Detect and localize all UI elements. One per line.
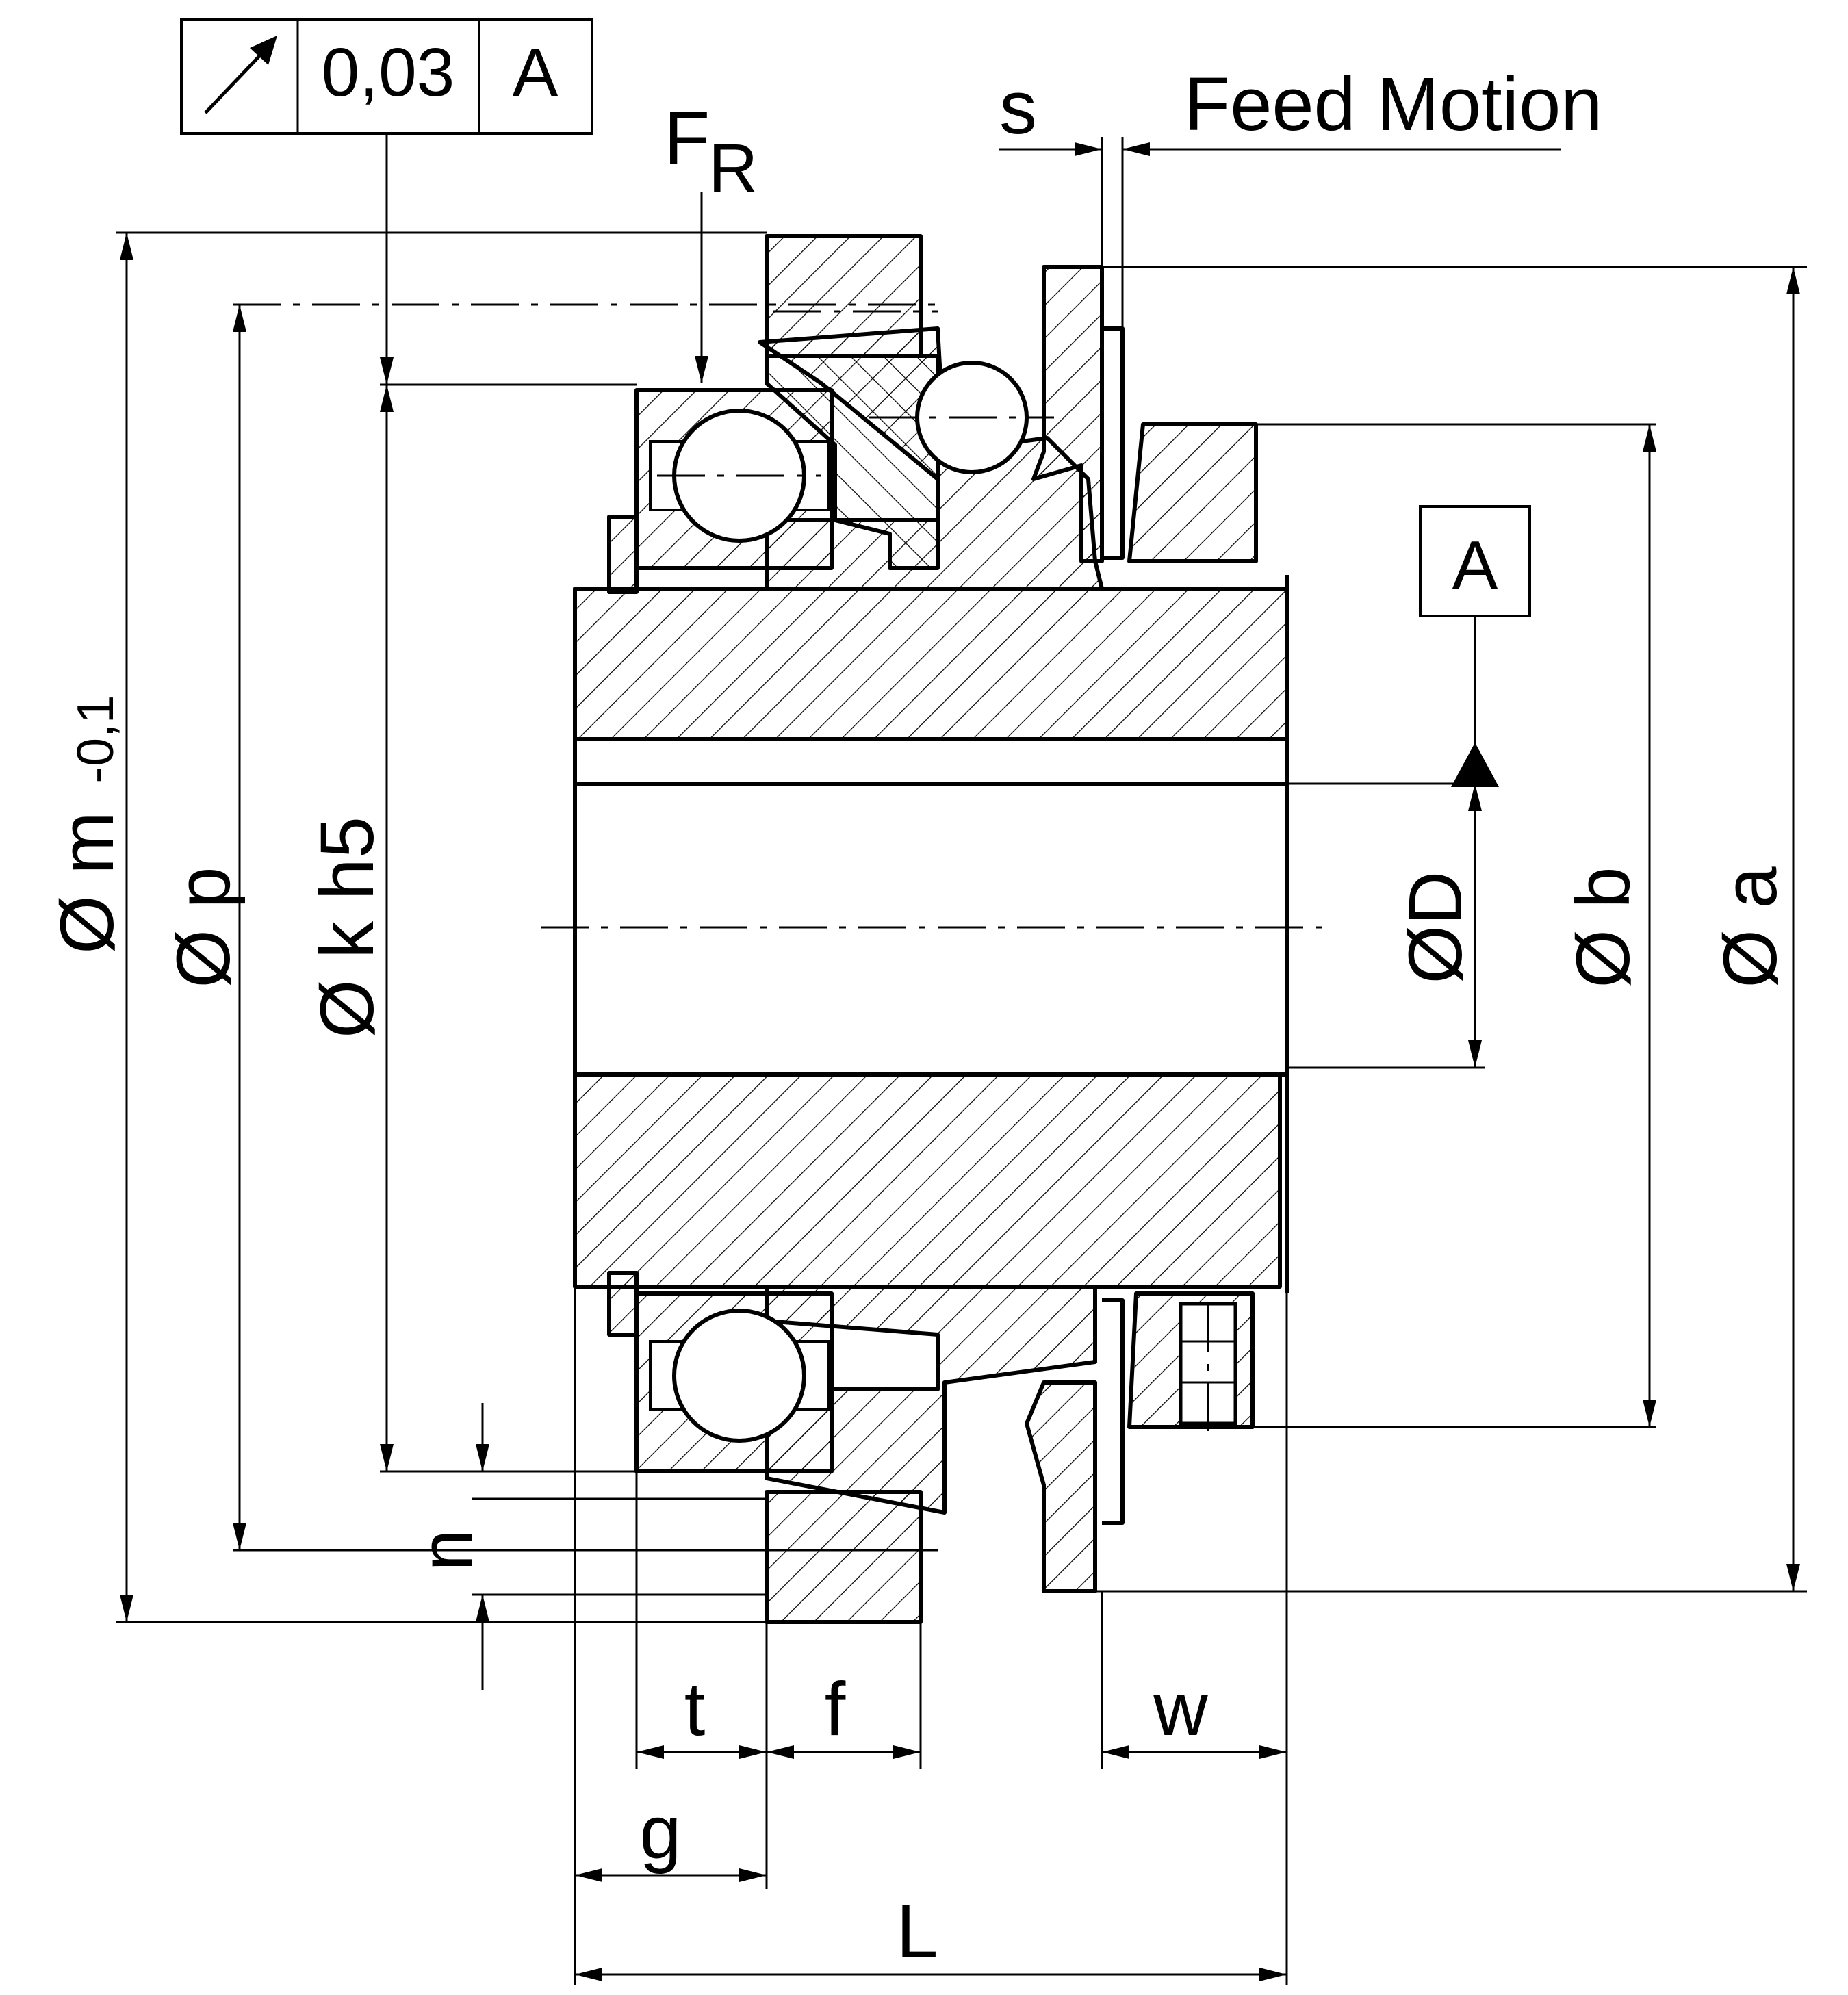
dim-t: t: [684, 1667, 706, 1751]
dimension-lines: [116, 133, 1807, 1985]
left-bearing-lower: [607, 1271, 834, 1473]
bore: [541, 575, 1328, 1293]
circular-runout-arrow-icon: [204, 36, 277, 114]
dim-b: Ø b: [1561, 866, 1645, 988]
dim-f: f: [825, 1667, 846, 1751]
dim-k: Ø k h5: [305, 816, 389, 1038]
dim-p: Ø p: [162, 866, 246, 988]
tolerance-frame: 0,03 A: [180, 18, 593, 135]
tolerance-datum: A: [513, 34, 559, 111]
pressure-disc: [1025, 265, 1125, 1593]
labels: F R s Feed Motion Ø m -0,1 Ø p Ø k h5 ØD…: [45, 62, 1793, 1974]
dim-m-tol: -0,1: [66, 695, 124, 783]
force-label-main: F: [664, 96, 710, 181]
datum-label: A: [1452, 527, 1498, 604]
dim-a: Ø a: [1708, 866, 1793, 988]
dim-D: ØD: [1394, 871, 1478, 984]
dim-g: g: [639, 1790, 681, 1875]
dim-n: n: [405, 1529, 489, 1571]
dim-m: Ø m: [45, 812, 129, 954]
right-bearing-upper: [765, 354, 1054, 570]
left-bearing-upper: [607, 388, 834, 594]
tolerance-value: 0,03: [322, 34, 455, 111]
dim-L: L: [896, 1890, 938, 1974]
dim-w: w: [1153, 1667, 1208, 1751]
feed-motion-s: s: [999, 66, 1037, 150]
force-label-sub: R: [708, 130, 758, 207]
datum-box: A: [1419, 505, 1531, 617]
feed-motion-text: Feed Motion: [1184, 62, 1602, 146]
